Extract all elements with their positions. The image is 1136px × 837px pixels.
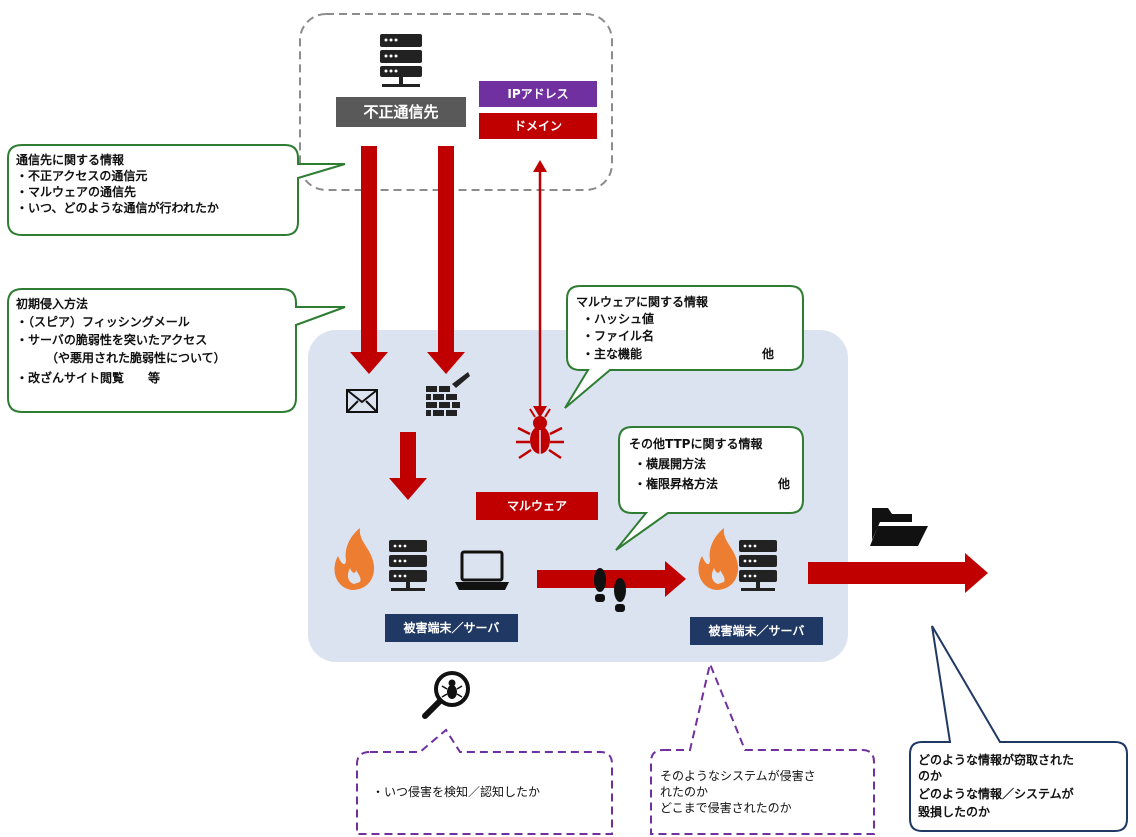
callout-exfil-line: のか <box>918 769 943 783</box>
callout-ttp-suffix: 他 <box>778 477 791 491</box>
callout-detect-shape <box>356 728 613 835</box>
callout-ttp-item: ・権限昇格方法 <box>634 477 719 491</box>
callout-intrusion-shape <box>7 288 346 413</box>
mail-icon <box>346 389 378 413</box>
flame-icon-left <box>334 528 375 590</box>
server-icon-victim-right <box>739 540 777 591</box>
callout-intrusion-item: （や悪用された脆弱性について） <box>46 351 226 365</box>
callout-intrusion-item: ・（スピア）フィッシングメール <box>16 315 190 329</box>
callout-scope-line: そのようなシステムが侵害さ <box>660 769 816 783</box>
callout-detect-text: ・いつ侵害を検知／認知したか <box>372 785 541 799</box>
callout-intrusion-item: ・改ざんサイト閲覧 等 <box>16 371 161 385</box>
ip-address-tag: IPアドレス <box>479 81 597 107</box>
callout-comm-item: ・不正アクセスの通信元 <box>16 169 148 183</box>
callout-exfil-line: どのような情報／システムが <box>918 787 1074 801</box>
server-icon-top <box>380 34 422 87</box>
firewall-icon <box>426 372 470 416</box>
callout-comm-shape <box>7 144 346 236</box>
callout-ttp-item: ・横展開方法 <box>634 457 707 471</box>
malicious-destination-box <box>299 13 613 191</box>
flame-icon-right <box>698 528 739 590</box>
callout-scope-line: どこまで侵害されたのか <box>660 801 792 815</box>
callout-exfil-line: どのような情報が窃取された <box>918 753 1075 767</box>
callout-malware-title: マルウェアに関する情報 <box>576 295 709 309</box>
callout-malware-suffix: 他 <box>762 347 775 361</box>
callout-ttp-shape <box>615 426 804 551</box>
callout-exfil-shape <box>909 625 1128 832</box>
callout-comm-item: ・マルウェアの通信先 <box>16 185 137 199</box>
callout-intrusion-title: 初期侵入方法 <box>16 297 89 311</box>
callout-scope-shape <box>650 660 875 835</box>
callout-malware-item: ・主な機能 <box>582 347 643 361</box>
malware-label: マルウェア <box>476 492 598 520</box>
callout-comm-title: 通信先に関する情報 <box>16 153 125 167</box>
malicious-destination-label: 不正通信先 <box>336 97 466 127</box>
arrow-lateral-movement <box>537 561 686 597</box>
callout-malware-item: ・ハッシュ値 <box>582 312 655 326</box>
malware-domain-double-arrow <box>533 160 547 418</box>
callout-comm-item: ・いつ、どのような通信が行われたか <box>16 201 219 215</box>
magnifier-bug-icon <box>422 671 470 719</box>
folder-icon <box>870 508 928 546</box>
domain-tag: ドメイン <box>479 113 597 139</box>
arrow-comm-to-firewall <box>427 146 465 374</box>
callout-intrusion-item: ・サーバの脆弱性を突いたアクセス <box>16 333 208 347</box>
arrow-comm-to-mail <box>350 146 388 374</box>
callout-exfil-line: 毀損したのか <box>918 805 991 819</box>
footprints-icon <box>594 568 626 612</box>
victim-label-left: 被害端末／サーバ <box>385 614 518 642</box>
callout-ttp-title: その他TTPに関する情報 <box>629 437 763 451</box>
server-icon-victim-left <box>389 540 427 591</box>
laptop-icon <box>455 550 509 590</box>
callout-malware-item: ・ファイル名 <box>582 329 655 343</box>
callout-malware-shape <box>564 285 804 409</box>
arrow-mail-to-victim <box>389 432 427 500</box>
arrow-exfiltration <box>808 553 988 593</box>
callout-scope-line: れたのか <box>660 785 709 799</box>
victim-label-right: 被害端末／サーバ <box>690 617 823 645</box>
malware-bug-icon <box>516 408 564 460</box>
